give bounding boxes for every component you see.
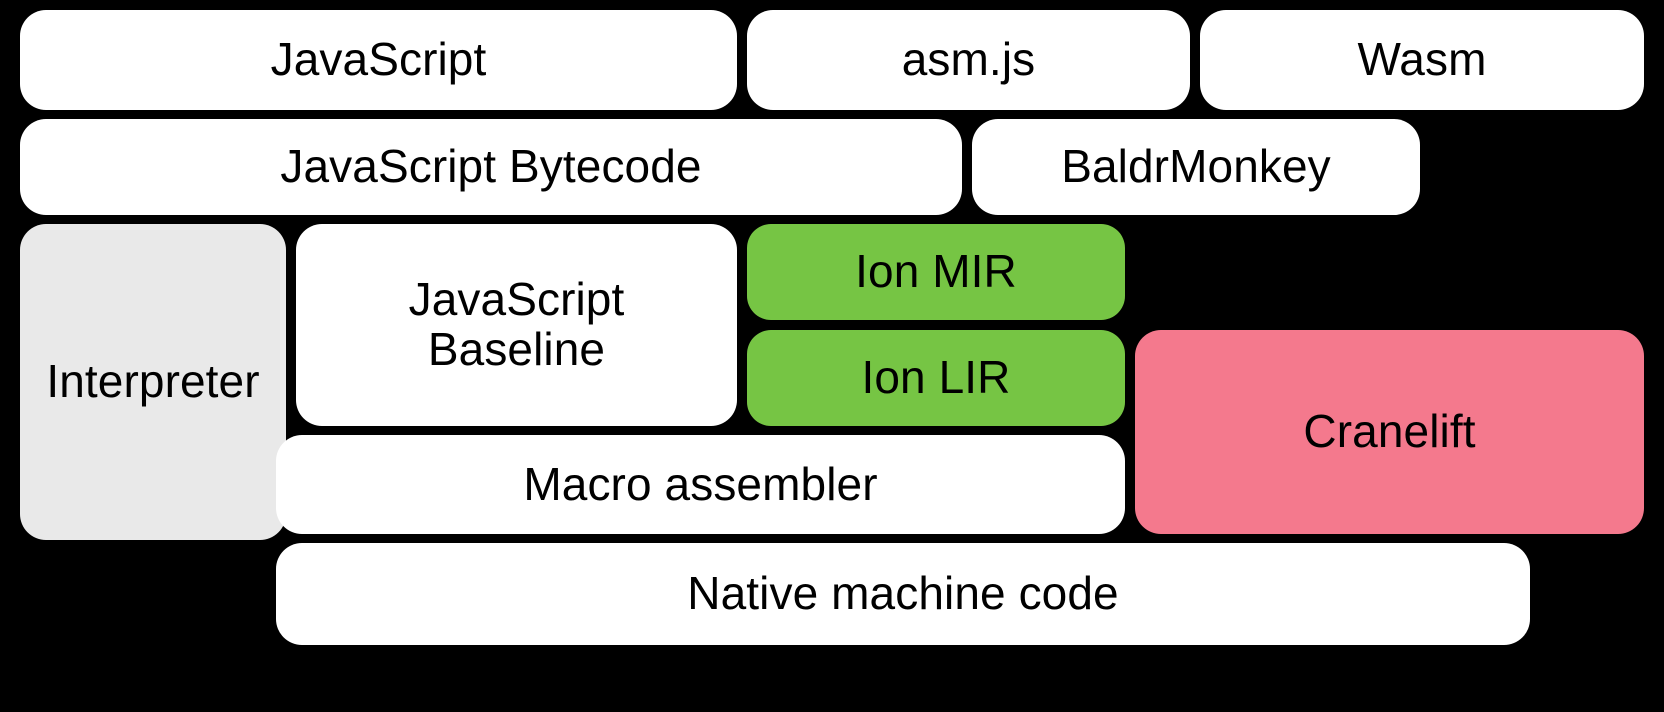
node-ion-mir-label: Ion MIR bbox=[855, 245, 1017, 298]
node-javascript-bytecode[interactable]: JavaScript Bytecode bbox=[20, 119, 962, 215]
node-javascript-baseline[interactable]: JavaScript Baseline bbox=[296, 224, 737, 426]
node-ion-mir[interactable]: Ion MIR bbox=[747, 224, 1125, 320]
node-ion-lir[interactable]: Ion LIR bbox=[747, 330, 1125, 426]
node-wasm[interactable]: Wasm bbox=[1200, 10, 1644, 110]
node-baldrmonkey[interactable]: BaldrMonkey bbox=[972, 119, 1420, 215]
node-wasm-label: Wasm bbox=[1357, 33, 1487, 86]
node-interpreter-label: Interpreter bbox=[46, 355, 260, 408]
node-cranelift[interactable]: Cranelift bbox=[1135, 330, 1644, 534]
node-macro-assembler[interactable]: Macro assembler bbox=[276, 435, 1125, 534]
node-javascript-baseline-label: JavaScript Baseline bbox=[408, 273, 625, 375]
node-javascript[interactable]: JavaScript bbox=[20, 10, 737, 110]
node-javascript-bytecode-label: JavaScript Bytecode bbox=[280, 140, 702, 193]
node-interpreter[interactable]: Interpreter bbox=[20, 224, 286, 540]
node-asm-js-label: asm.js bbox=[901, 33, 1036, 86]
node-cranelift-label: Cranelift bbox=[1303, 405, 1476, 458]
node-native-machine-code-label: Native machine code bbox=[687, 567, 1119, 620]
node-native-machine-code[interactable]: Native machine code bbox=[276, 543, 1530, 645]
node-ion-lir-label: Ion LIR bbox=[861, 351, 1011, 404]
node-asm-js[interactable]: asm.js bbox=[747, 10, 1190, 110]
node-javascript-label: JavaScript bbox=[270, 33, 487, 86]
node-baldrmonkey-label: BaldrMonkey bbox=[1061, 140, 1331, 193]
node-macro-assembler-label: Macro assembler bbox=[523, 457, 878, 510]
